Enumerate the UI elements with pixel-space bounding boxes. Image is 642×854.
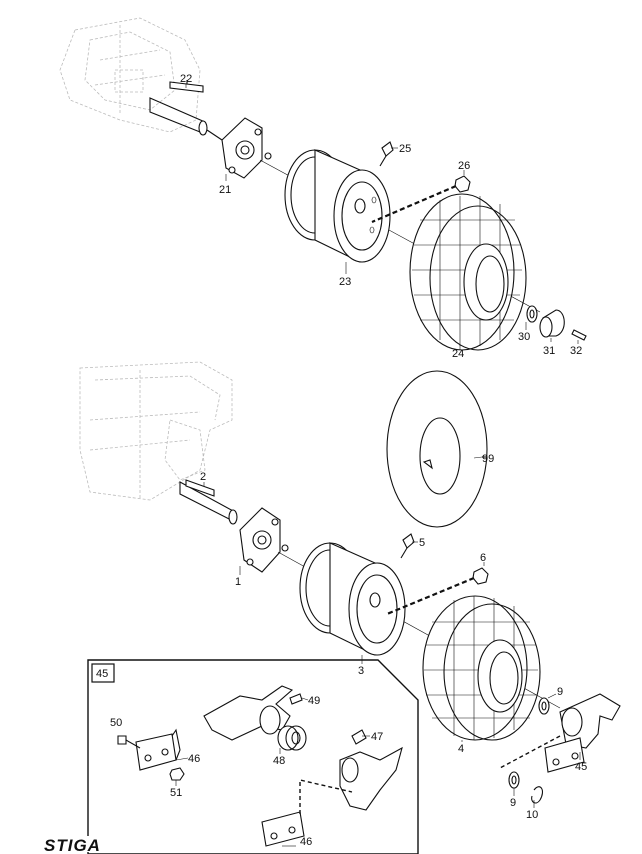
callout-48: 48 xyxy=(273,755,285,767)
washer-30 xyxy=(526,305,538,323)
callout-46-bottom: 46 xyxy=(300,836,312,848)
callout-47: 47 xyxy=(371,731,383,743)
callout-labels: 22 21 25 26 23 24 30 31 32 99 2 1 5 6 3 … xyxy=(96,73,587,848)
rear-axle-housing-top xyxy=(59,17,208,136)
callout-10: 10 xyxy=(526,809,538,821)
callout-25: 25 xyxy=(399,143,411,155)
callout-9-upper: 9 xyxy=(557,686,563,698)
callout-5: 5 xyxy=(419,537,425,549)
callout-45: 45 xyxy=(575,761,587,773)
tow-arm xyxy=(203,685,294,741)
hub-cap-31 xyxy=(539,309,565,338)
callout-26: 26 xyxy=(458,160,470,172)
valve-25 xyxy=(379,141,394,167)
rear-axle-housing-bottom xyxy=(79,361,238,525)
bushing-48 xyxy=(277,725,307,751)
callout-49: 49 xyxy=(308,695,320,707)
nut-51 xyxy=(169,767,185,781)
tyre-4 xyxy=(422,595,541,741)
callout-23: 23 xyxy=(339,276,351,288)
bolt-50 xyxy=(117,735,141,749)
bracket-46-left xyxy=(135,728,181,771)
hitch-bracket-45 xyxy=(499,693,621,773)
callout-24: 24 xyxy=(452,348,464,360)
valve-5 xyxy=(400,533,415,559)
callout-99: 99 xyxy=(482,453,494,465)
callout-31: 31 xyxy=(543,345,555,357)
wheel-rim-3 xyxy=(299,542,406,656)
wheel-nut-6 xyxy=(386,567,489,616)
callout-9-lower: 9 xyxy=(510,797,516,809)
key-2 xyxy=(185,479,215,497)
wheel-nut-26 xyxy=(371,175,471,224)
clip-10 xyxy=(531,786,543,804)
callout-3: 3 xyxy=(358,665,364,677)
stiga-logo: STIGA xyxy=(44,836,114,854)
washer-9-lower xyxy=(508,771,520,789)
callout-22: 22 xyxy=(180,73,192,85)
bracket-47 xyxy=(339,729,403,811)
callout-50: 50 xyxy=(110,717,122,729)
callout-46-left: 46 xyxy=(188,753,200,765)
callout-30: 30 xyxy=(518,331,530,343)
stiga-logo-text: STIGA xyxy=(44,836,101,854)
callout-6: 6 xyxy=(480,552,486,564)
key-22 xyxy=(169,80,204,93)
inner-tube-99 xyxy=(386,370,488,528)
bracket-46-bottom xyxy=(261,779,353,847)
callout-2: 2 xyxy=(200,471,206,483)
callout-21: 21 xyxy=(219,184,231,196)
callout-45-box: 45 xyxy=(96,668,108,680)
detail-inset-45 xyxy=(87,659,419,854)
washer-9-upper xyxy=(538,697,550,715)
bolt-49 xyxy=(289,693,303,705)
wheel-rim-23 xyxy=(284,149,391,263)
callout-4: 4 xyxy=(458,743,464,755)
wheel-hub-21 xyxy=(206,117,272,179)
bolt-32 xyxy=(571,329,587,341)
callout-51: 51 xyxy=(170,787,182,799)
wheel-hub-1 xyxy=(239,507,289,573)
leader-lines xyxy=(175,84,581,847)
callout-1: 1 xyxy=(235,576,241,588)
callout-32: 32 xyxy=(570,345,582,357)
tyre-24 xyxy=(409,193,527,351)
